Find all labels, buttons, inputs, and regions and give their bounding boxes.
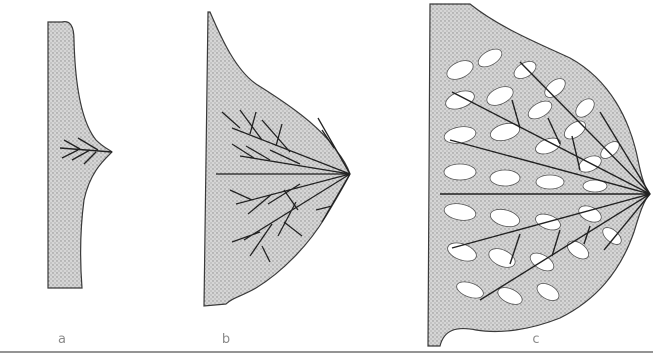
panel-a-label: a xyxy=(58,332,66,347)
panel-a xyxy=(48,22,112,288)
panel-b-tissue xyxy=(204,12,350,306)
panel-b xyxy=(204,12,350,306)
panel-c-label: c xyxy=(532,332,539,347)
panel-c xyxy=(428,4,650,346)
panel-b-label: b xyxy=(222,332,230,347)
